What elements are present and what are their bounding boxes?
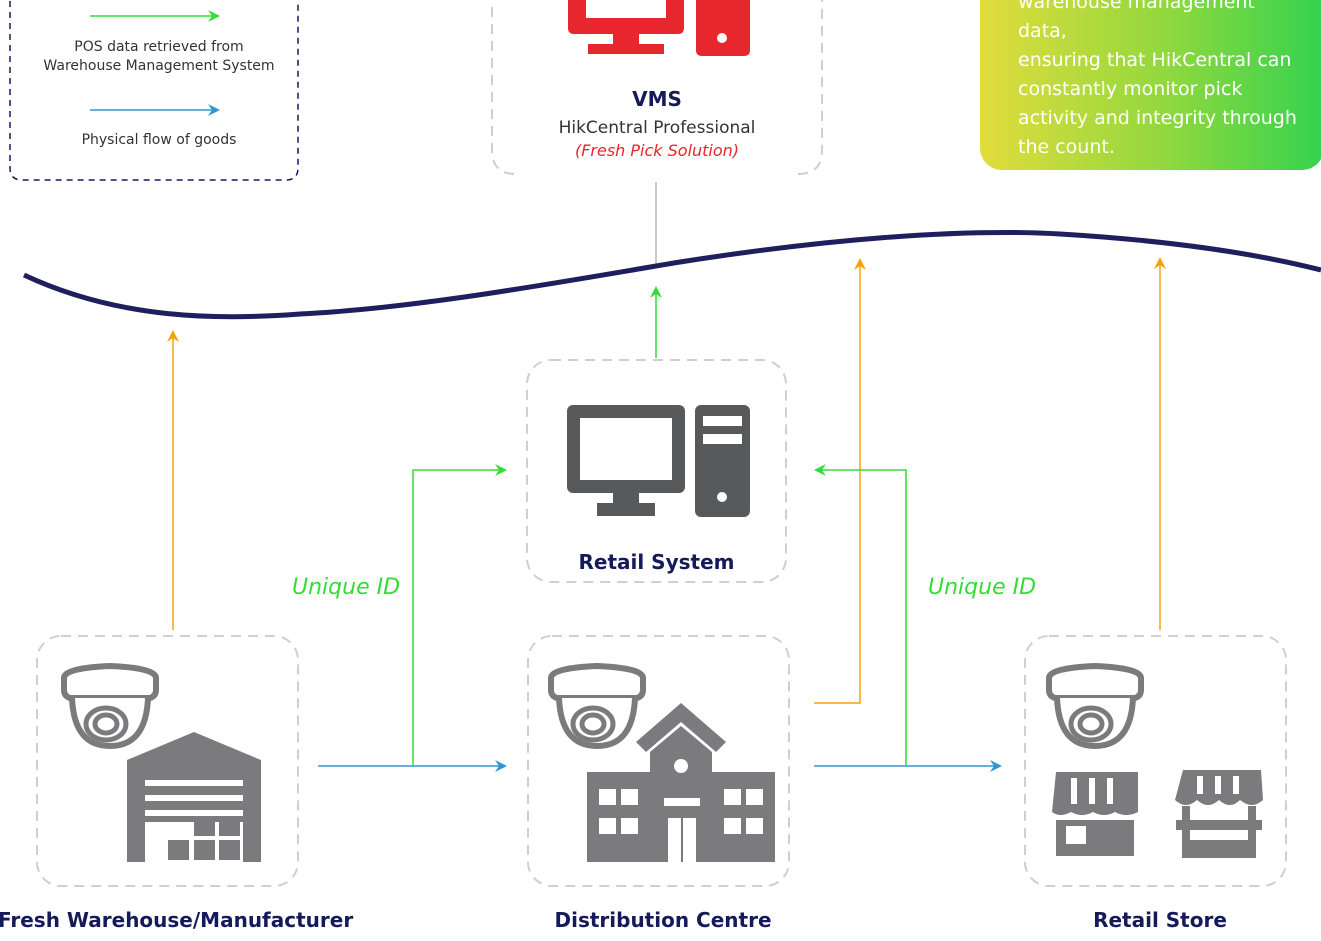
vms-subtitle: HikCentral Professional	[558, 118, 756, 138]
callout-line: activity and integrity through	[1018, 107, 1297, 129]
green-arrow-uid-left	[412, 464, 507, 766]
store-camera-icon	[1049, 666, 1141, 746]
market-stall-icon	[1175, 770, 1263, 858]
callout-line: ensuring that HikCentral can	[1018, 49, 1292, 71]
vms-computer-icon	[568, 0, 750, 56]
legend-green-label: POS data retrieved from Warehouse Manage…	[28, 38, 290, 76]
distribution-building-icon	[587, 703, 775, 862]
unique-id-label-right: Unique ID	[928, 575, 1037, 600]
retail-system-box	[526, 359, 787, 583]
legend-green-label-line1: POS data retrieved from	[74, 39, 244, 55]
retail-system-title: Retail System	[578, 550, 735, 574]
callout-line: constantly monitor pick	[1018, 78, 1243, 100]
vms-title: VMS	[632, 87, 682, 111]
distribution-box	[527, 635, 790, 887]
store-box	[1024, 635, 1287, 887]
warehouse-building-icon	[127, 732, 261, 862]
warehouse-camera-icon	[64, 666, 156, 746]
legend-blue-label: Physical flow of goods	[81, 132, 237, 148]
vms-box	[491, 0, 823, 175]
green-arrow-uid-right	[814, 464, 907, 766]
retail-computer-icon	[567, 405, 750, 517]
warehouse-box	[36, 635, 299, 887]
network-wave	[22, 229, 1321, 320]
store-title: Retail Store	[1093, 908, 1227, 932]
vms-solution-label: (Fresh Pick Solution)	[574, 141, 740, 160]
unique-id-label-left: Unique ID	[292, 575, 401, 600]
callout-line: the count.	[1018, 136, 1115, 158]
distribution-title: Distribution Centre	[554, 908, 772, 932]
callout-text: warehouse management data, ensuring that…	[1018, 0, 1308, 162]
orange-arrow-distribution	[814, 258, 866, 704]
callout-line: warehouse management data,	[1018, 0, 1255, 42]
warehouse-title: Fresh Warehouse/Manufacturer	[0, 908, 354, 932]
shop-icon	[1052, 772, 1138, 856]
info-callout	[980, 0, 1321, 170]
distribution-camera-icon	[551, 666, 643, 746]
legend-box	[9, 0, 299, 181]
legend-green-label-line2: Warehouse Management System	[43, 58, 275, 74]
